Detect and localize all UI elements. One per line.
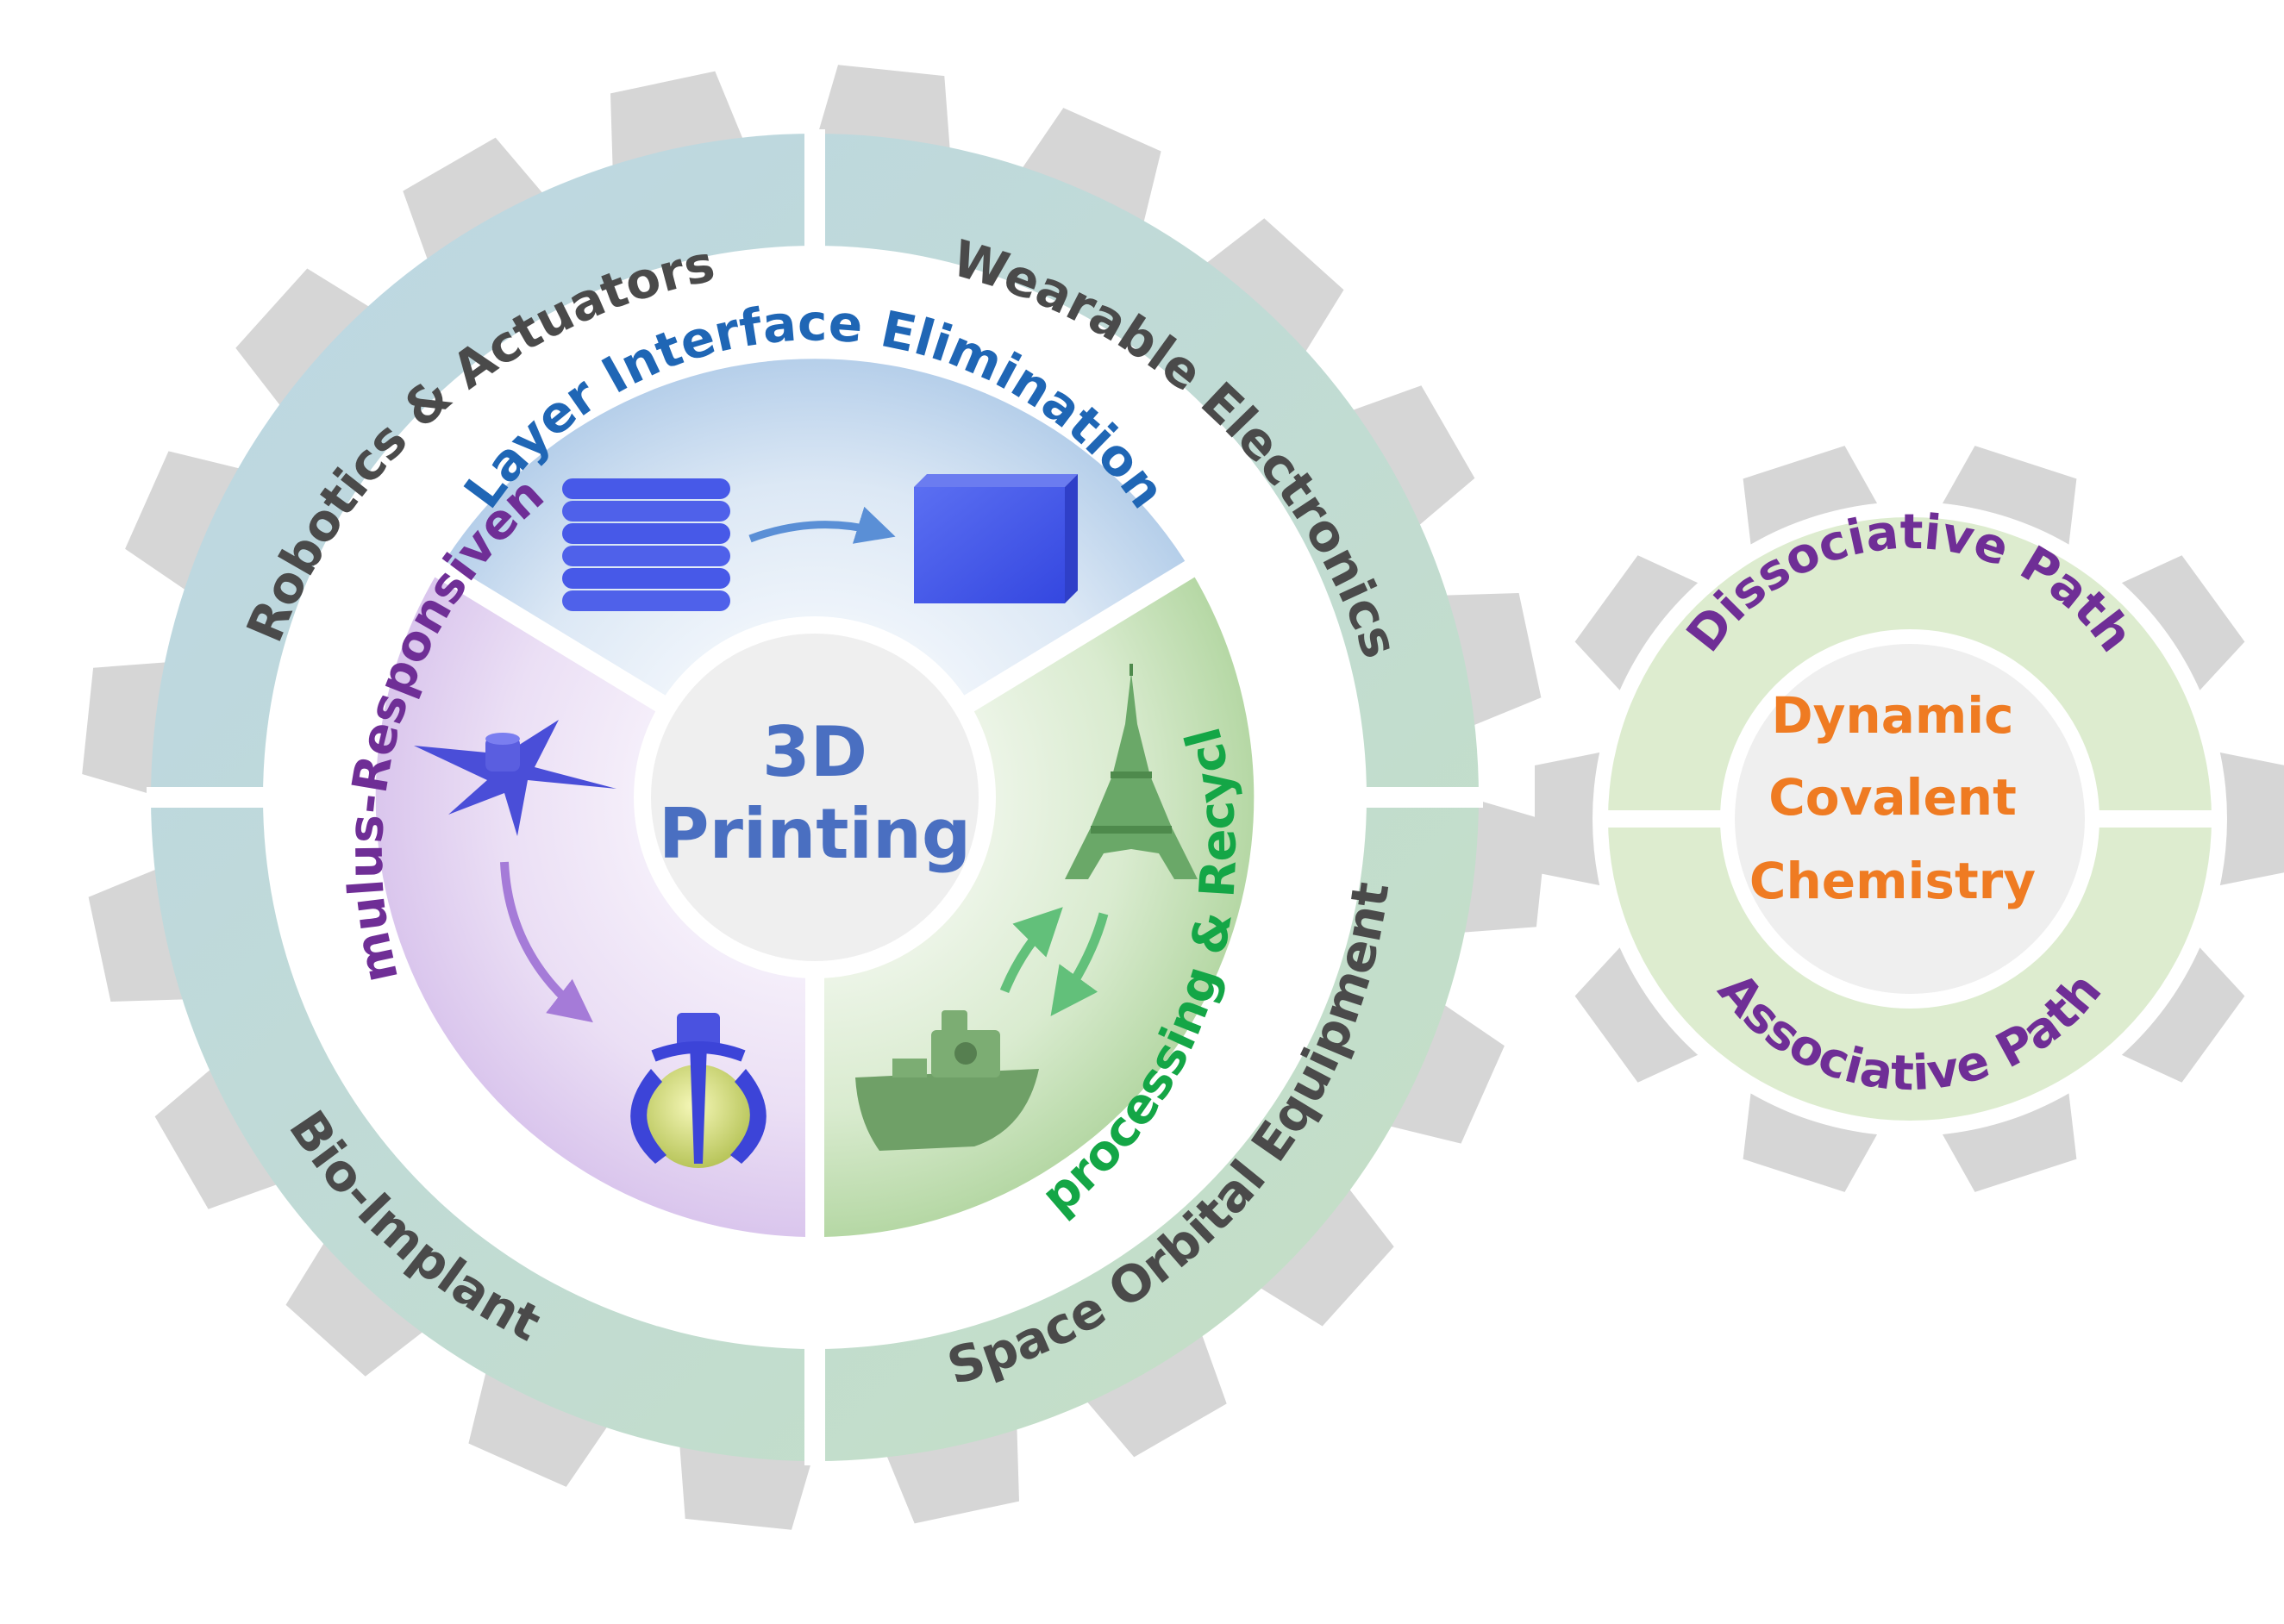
gear-tooth [1084, 1331, 1227, 1458]
gripper-ball-icon [630, 1013, 767, 1168]
gear-tooth [1459, 798, 1548, 933]
gear-tooth [1348, 385, 1475, 528]
small-gear-center-line3: Chemistry [1749, 852, 2036, 910]
gear-tooth [2207, 750, 2284, 888]
gear-tooth [1743, 446, 1884, 558]
transition-arrow [748, 506, 896, 544]
gear-tooth [1386, 1002, 1505, 1144]
sector-layer-interface [440, 359, 1190, 797]
small-gear-hub [1735, 644, 2085, 994]
gear-tooth [235, 268, 373, 409]
recycle-arrow-down [1050, 912, 1109, 1016]
gear-tooth [1574, 555, 1710, 700]
gear-tooth [1743, 1080, 1884, 1192]
gear-tooth [1936, 1080, 2077, 1192]
gear-tooth [1019, 108, 1161, 227]
small-gear-teeth [1535, 446, 2284, 1192]
gear-tooth [2110, 938, 2245, 1083]
recycle-arrow-up [999, 907, 1063, 994]
center-title-line1: 3D [762, 712, 867, 792]
eiffel-tower-icon [1065, 664, 1198, 879]
small-gear-center-line1: Dynamic [1771, 686, 2013, 745]
gear-tooth [1256, 1185, 1394, 1327]
small-gear-center-line2: Covalent [1768, 768, 2017, 827]
actuation-arrow [500, 861, 593, 1023]
gear-tooth [1535, 750, 1612, 888]
gear-tooth [125, 451, 244, 593]
gear-tooth [679, 1441, 814, 1530]
layered-stack-icon [562, 478, 730, 611]
gear-tooth [1203, 218, 1344, 356]
center-title-line2: Printing [659, 794, 971, 874]
solid-block-icon [914, 474, 1078, 603]
gear-tooth [1574, 938, 1710, 1083]
soft-actuator-icon [414, 720, 616, 836]
gear-tooth [403, 137, 546, 264]
gear-tooth [82, 662, 171, 796]
gear-tooth [816, 65, 950, 153]
gear-tooth [2110, 555, 2245, 700]
gear-tooth [285, 1239, 427, 1377]
gear-tooth [154, 1066, 281, 1209]
benchy-boat-icon [855, 1010, 1039, 1151]
center-hub [651, 634, 979, 961]
gear-tooth [1936, 446, 2077, 558]
gear-tooth [468, 1368, 610, 1487]
